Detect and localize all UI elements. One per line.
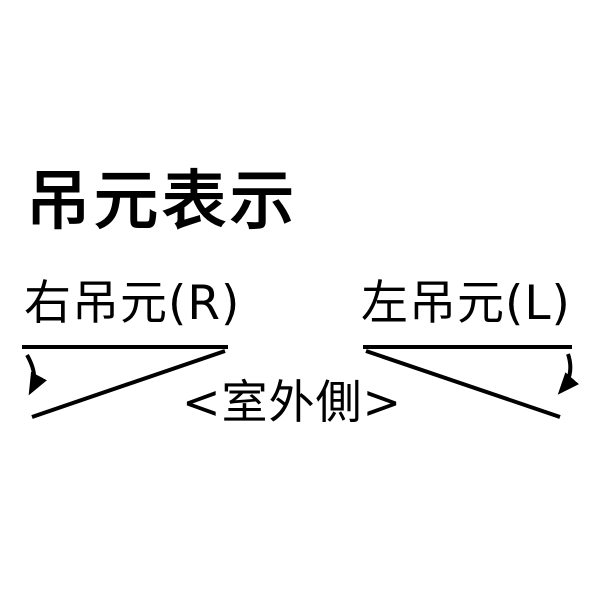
page-title: 吊元表示 — [26, 165, 298, 239]
outdoor-side-label: <室外側> — [181, 375, 403, 429]
right-hinge-label: 右吊元(R) — [24, 276, 241, 331]
right-swing-arrow-icon — [557, 353, 579, 395]
left-hinge-label: 左吊元(L) — [361, 276, 571, 331]
left-swing-arrow-icon — [25, 354, 47, 396]
